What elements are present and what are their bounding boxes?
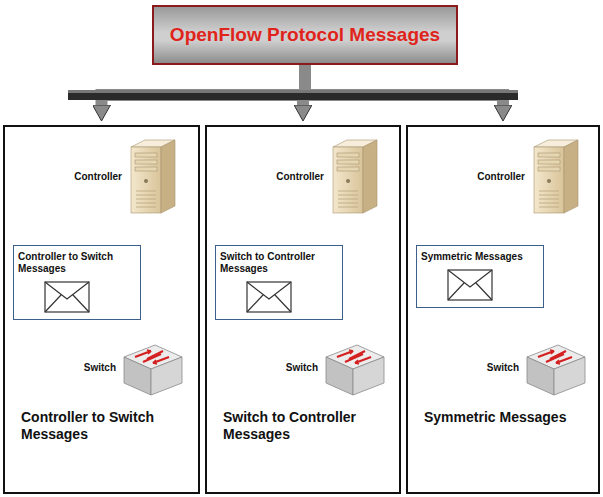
device-label: Controller (276, 171, 324, 182)
branch-arrow (305, 65, 503, 109)
title-text: OpenFlow Protocol Messages (162, 24, 448, 46)
switch-illustration (323, 335, 387, 399)
category-panel: Switch to Controller Messages ControllerS… (205, 125, 401, 494)
bar-rect (68, 90, 518, 100)
server-illustration (329, 137, 381, 215)
bar-highlight (68, 90, 518, 93)
device-label: Switch (487, 362, 519, 373)
message-box: Switch to Controller Messages (215, 245, 343, 320)
device-label: Switch (286, 362, 318, 373)
panel-heading: Switch to Controller Messages (223, 409, 388, 443)
switch-illustration (121, 335, 185, 399)
envelope-icon (447, 269, 493, 301)
server-illustration (530, 137, 582, 215)
controller-icon: Controller (127, 137, 179, 215)
controller-icon: Controller (530, 137, 582, 215)
device-label: Switch (84, 362, 116, 373)
branch-arrow (102, 65, 306, 109)
message-label: Switch to Controller Messages (220, 251, 338, 275)
title-box: OpenFlow Protocol Messages (152, 5, 458, 65)
envelope-icon (44, 281, 90, 313)
message-box: Symmetric Messages (416, 245, 544, 308)
switch-icon: Switch (524, 335, 588, 399)
category-panel: Controller to Switch MessagesControllerC… (3, 125, 200, 494)
controller-icon: Controller (329, 137, 381, 215)
message-label: Controller to Switch Messages (18, 251, 136, 275)
message-label: Symmetric Messages (421, 251, 539, 263)
server-illustration (127, 137, 179, 215)
switch-illustration (524, 335, 588, 399)
device-label: Controller (74, 171, 122, 182)
message-box: Controller to Switch Messages (13, 245, 141, 320)
category-panel: Symmetric Messages ControllerSymmetric Me… (406, 125, 600, 494)
switch-icon: Switch (121, 335, 185, 399)
envelope-icon (246, 281, 292, 313)
switch-icon: Switch (323, 335, 387, 399)
panel-heading: Symmetric Messages (424, 409, 589, 426)
device-label: Controller (477, 171, 525, 182)
panel-heading: Controller to Switch Messages (21, 409, 186, 443)
